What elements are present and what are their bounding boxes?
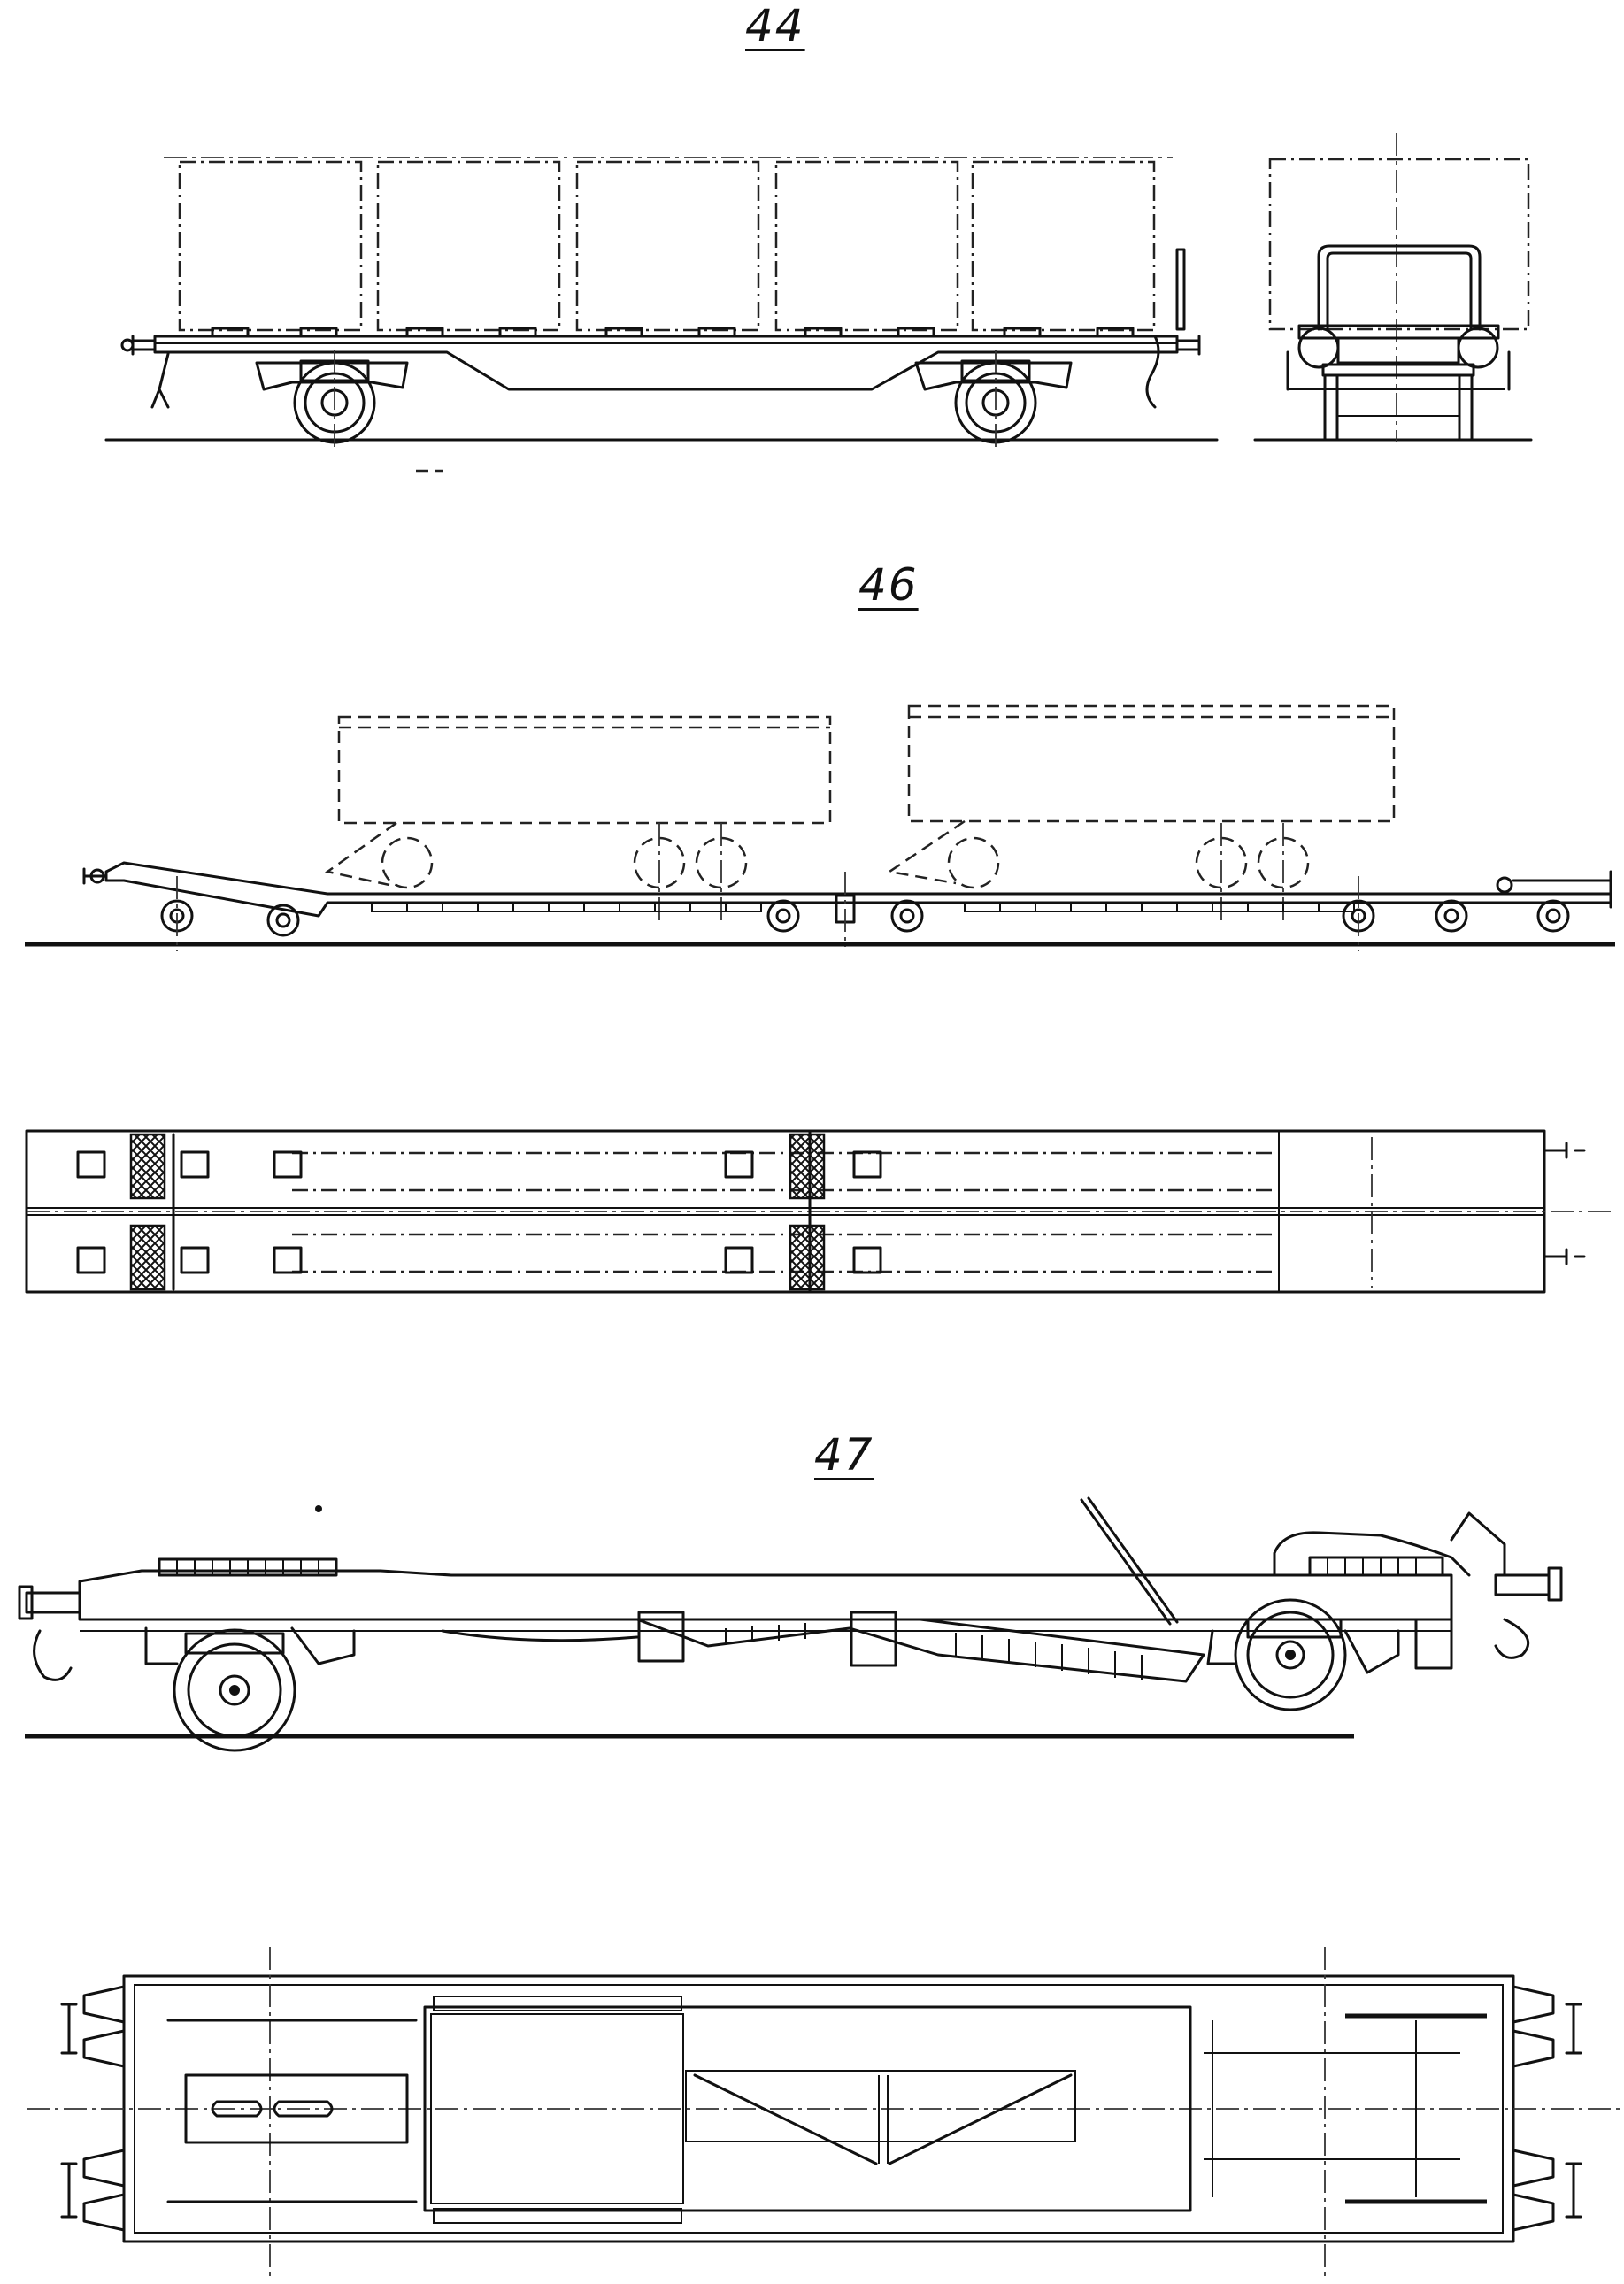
- fig46-trailer-right: [886, 704, 1396, 920]
- fig47-plan-view: [27, 1947, 1620, 2279]
- fig44-bogie-left: [255, 350, 409, 447]
- fig44-end-stanchion: [1175, 248, 1186, 331]
- fig44-right-buffer: [1175, 335, 1201, 356]
- figure-47-label: 47: [814, 1429, 874, 1480]
- fig46-plan-coupler-bottom: [1543, 1248, 1586, 1265]
- fig47-right-end-hood: [1273, 1531, 1471, 1577]
- fig44-end-buffer-left: [1297, 327, 1340, 369]
- fig44-container-4: [774, 160, 959, 332]
- fig44-end-container: [1268, 158, 1530, 331]
- fig44-container-1: [178, 160, 363, 332]
- fig46-plan-pads: [76, 1150, 882, 1274]
- fig47-stakes-left: [60, 1985, 126, 2232]
- fig46-plan-view: [25, 1129, 1611, 1294]
- fig47-brace-rod: [1080, 1498, 1172, 1626]
- fig46-trailer-left: [324, 715, 832, 920]
- fig44-end-stanchion-frame: [1317, 244, 1482, 331]
- fig46-frame-segments: [371, 902, 1355, 912]
- fig46-hatch-block-4: [789, 1224, 826, 1291]
- fig47-stakes-right: [1512, 1985, 1582, 2232]
- fig46-hatch-block-2: [129, 1224, 166, 1291]
- fig47-bogie-left: [144, 1626, 356, 1752]
- fig46-plan-outline: [25, 1129, 1546, 1294]
- fig47-center-deck: [423, 2005, 1192, 2212]
- fig44-side-view: [104, 157, 1219, 473]
- fig44-container-5: [971, 160, 1156, 332]
- fig47-side-view: [18, 1496, 1563, 1752]
- fig47-right-buffer: [1494, 1566, 1563, 1659]
- figure-46-label: 46: [858, 559, 919, 611]
- fig47-end-plate: [184, 2073, 409, 2144]
- fig47-main-frame: [78, 1569, 1453, 1621]
- fig47-lower-truss: [635, 1618, 1205, 1683]
- fig47-frame-bracket-2: [850, 1611, 897, 1667]
- fig46-side-view: [25, 704, 1615, 951]
- fig47-top-ribs-left: [158, 1557, 338, 1577]
- fig47-right-lever: [1450, 1511, 1506, 1577]
- fig47-right-end-box: [1414, 1618, 1453, 1670]
- fig46-hatch-block-1: [129, 1133, 166, 1200]
- fig46-platform-frame: [104, 861, 1612, 918]
- fig47-frame-bracket-1: [637, 1611, 685, 1663]
- fig44-left-buffer: [131, 335, 157, 356]
- fig44-container-2: [376, 160, 561, 332]
- fig46-plan-coupler-top: [1543, 1142, 1586, 1159]
- fig47-left-buffer: [18, 1585, 81, 1681]
- figure-44-label: 44: [745, 0, 805, 51]
- fig44-bogie-right: [914, 350, 1073, 447]
- fig47-bogie-right: [1206, 1598, 1400, 1711]
- fig44-end-view: [1253, 133, 1533, 442]
- fig46-right-coupler: [1496, 876, 1513, 894]
- fig46-hatch-block-3: [789, 1133, 826, 1200]
- fig47-cross-bracing: [693, 2073, 1073, 2165]
- fig44-container-3: [575, 160, 760, 332]
- fig44-end-buffer-right: [1457, 327, 1499, 369]
- fig46-wheels: [160, 899, 1570, 937]
